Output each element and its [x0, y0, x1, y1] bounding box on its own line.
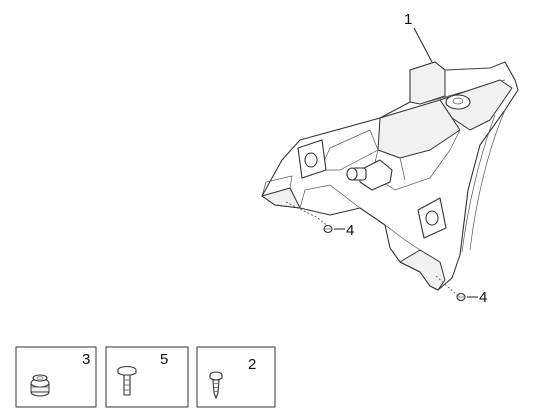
self-tapping-screw-icon: [209, 371, 223, 399]
callout-2: 2: [248, 356, 256, 373]
callout-3: 3: [82, 351, 90, 368]
callout-5: 5: [160, 351, 168, 368]
part-box-2: 2: [196, 346, 276, 408]
plastic-clip-icon: [323, 224, 333, 234]
plastic-clip-icon: [456, 292, 466, 302]
callout-4-lower: 4: [479, 289, 487, 306]
screw-icon: [117, 365, 137, 396]
callout-1: 1: [404, 11, 412, 28]
callout-4-upper: 4: [346, 222, 354, 239]
leader-line-1: [413, 27, 433, 63]
part-box-3: 3: [15, 346, 97, 408]
rubber-grommet-icon: [30, 374, 50, 397]
part-box-5: 5: [105, 346, 189, 408]
light-housing-bracket-icon: [261, 61, 519, 297]
